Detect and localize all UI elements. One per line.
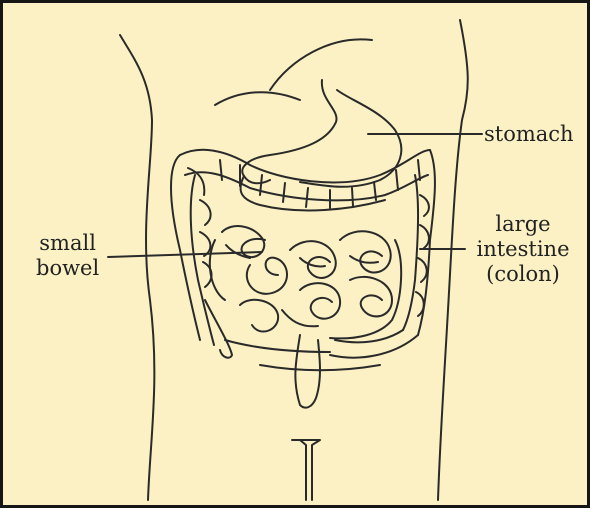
stomach-label: stomach [484,122,574,147]
small-bowel-organ [210,226,401,370]
small-bowel-label-line-1: small [36,231,99,256]
small-bowel-label-line-2: bowel [36,256,99,281]
large-intestine-label-line-3: (colon) [458,262,588,287]
stomach-organ [241,80,402,210]
large-intestine-label-line-2: intestine [458,237,588,262]
small-bowel-label: small bowel [36,231,99,281]
stomach-label-text: stomach [484,122,574,147]
large-intestine-label-line-1: large [458,212,588,237]
large-intestine-label: large intestine (colon) [458,212,588,287]
